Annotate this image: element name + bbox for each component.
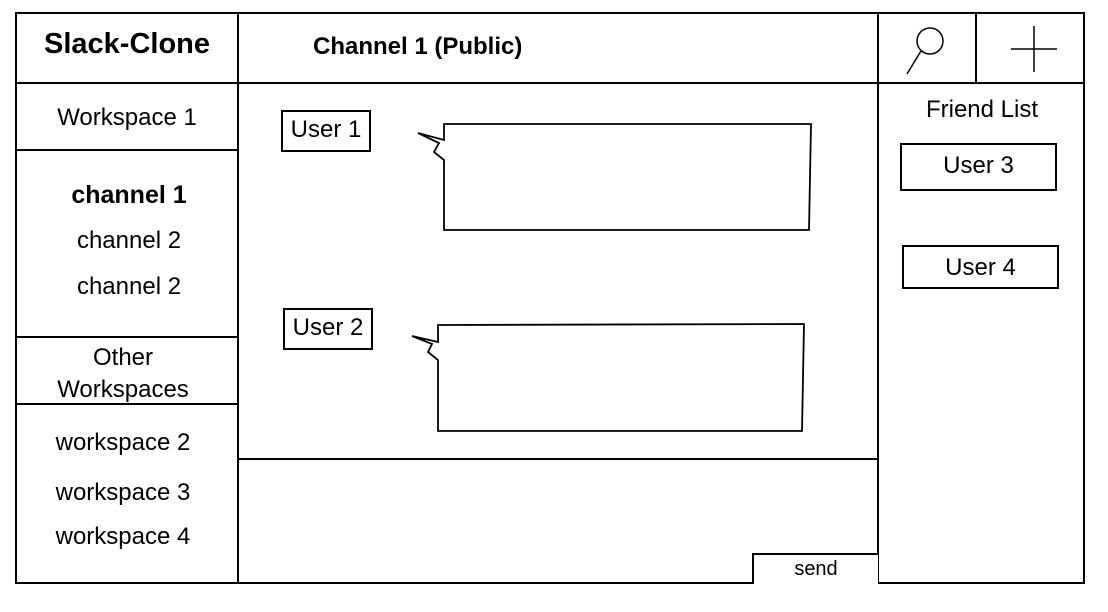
- channel-title: Channel 1 (Public): [313, 33, 523, 60]
- sidebar-divider: [237, 12, 239, 584]
- search-icon: [906, 27, 944, 75]
- search-button[interactable]: [879, 14, 975, 82]
- other-workspaces-label-line2: Workspaces: [57, 376, 189, 403]
- friend-item-user-4[interactable]: User 4: [902, 245, 1059, 289]
- app-title: Slack-Clone: [44, 28, 210, 60]
- message-text-2: [448, 335, 793, 421]
- workspace-item-2[interactable]: workspace 2: [55, 429, 191, 456]
- send-button[interactable]: send: [752, 553, 878, 584]
- app-window: [15, 12, 1085, 584]
- other-workspaces-label-line1: Other: [92, 344, 154, 371]
- current-workspace[interactable]: Workspace 1: [57, 104, 197, 131]
- friend-list-title: Friend List: [925, 96, 1039, 123]
- composer-divider: [237, 458, 879, 460]
- channel-item-3[interactable]: channel 2: [76, 273, 182, 300]
- channel-item-2[interactable]: channel 2: [76, 227, 182, 254]
- workspace-item-3[interactable]: workspace 3: [55, 479, 191, 506]
- plus-icon: [1011, 26, 1057, 72]
- header-divider: [15, 82, 1085, 84]
- other-workspaces-divider: [15, 403, 239, 405]
- channel-item-1[interactable]: channel 1: [71, 181, 187, 209]
- friend-item-user-3[interactable]: User 3: [900, 143, 1057, 191]
- channels-divider: [15, 336, 239, 338]
- header-icon-divider: [975, 12, 977, 84]
- workspace-item-4[interactable]: workspace 4: [55, 523, 191, 550]
- message-user-1[interactable]: User 1: [281, 110, 371, 152]
- message-user-2[interactable]: User 2: [283, 308, 373, 350]
- add-button[interactable]: [977, 14, 1083, 82]
- right-panel-divider: [877, 12, 879, 584]
- workspace-divider: [15, 149, 239, 151]
